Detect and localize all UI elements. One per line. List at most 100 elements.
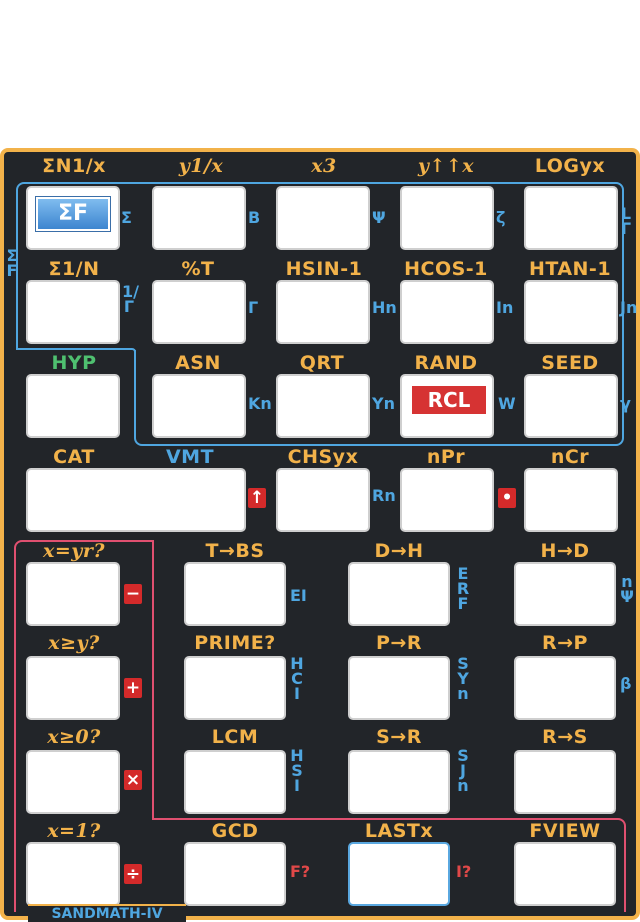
side-hci: HCI — [290, 654, 304, 703]
divide-icon: ÷ — [124, 864, 142, 884]
blue-frame-step — [16, 348, 136, 352]
multiply-icon: × — [124, 770, 142, 790]
key-r5-c1[interactable] — [26, 562, 120, 626]
side-i-query: I? — [456, 862, 472, 881]
decimal-point-icon: • — [498, 488, 516, 508]
label-cat: CAT — [53, 446, 95, 468]
label-d-to-h: D→H — [374, 540, 424, 562]
label-asn: ASN — [175, 352, 221, 374]
side-n-psi: nΨ — [620, 572, 634, 606]
label-x-eq-yr: x=yr? — [43, 540, 105, 562]
label-fview: FVIEW — [529, 820, 601, 842]
label-log-y-x: LOGyx — [534, 155, 606, 177]
label-h-to-d: H→D — [540, 540, 590, 562]
key-r1-c5[interactable] — [524, 186, 618, 250]
label-chs-y-x: CHSyx — [287, 446, 359, 468]
enter-arrow-icon: ↑ — [248, 488, 266, 508]
label-gcd: GCD — [211, 820, 259, 842]
side-one-over-gamma: 1/Γ — [122, 282, 139, 316]
key-r6-c2[interactable] — [184, 656, 286, 720]
label-tetration: y↑↑x — [417, 155, 475, 177]
key-r2-c4[interactable] — [400, 280, 494, 344]
key-r1-c4[interactable] — [400, 186, 494, 250]
label-x-eq-1: x=1? — [47, 820, 101, 842]
side-sigma-f-bracket: ΣF — [6, 246, 18, 280]
plus-icon: + — [124, 678, 142, 698]
key-r6-c1[interactable] — [26, 656, 120, 720]
side-euler-gamma: γ — [620, 394, 631, 413]
label-hcos-inv: HCOS-1 — [404, 258, 488, 280]
key-r1-c3[interactable] — [276, 186, 370, 250]
key-r4-enter[interactable] — [26, 468, 246, 532]
key-r7-c1[interactable] — [26, 750, 120, 814]
key-r4-c4[interactable] — [400, 468, 494, 532]
key-r8-c1[interactable] — [26, 842, 120, 906]
blue-frame-top — [16, 182, 624, 350]
side-beta-func: B — [248, 208, 261, 227]
side-l-gamma: LΓ — [620, 204, 632, 238]
key-r8-c4[interactable] — [514, 842, 616, 906]
key-r2-c1[interactable] — [26, 280, 120, 344]
minus-icon: − — [124, 584, 142, 604]
red-frame-right-edge — [152, 540, 154, 820]
side-kn: Kn — [248, 394, 272, 413]
label-y-1-x: y1/x — [178, 155, 224, 177]
label-s-to-r: S→R — [376, 726, 422, 748]
label-vmt: VMT — [165, 446, 215, 468]
product-name: SANDMATH-IV — [28, 904, 186, 922]
label-hsin-inv: HSIN-1 — [285, 258, 363, 280]
key-r7-c4[interactable] — [514, 750, 616, 814]
side-f-query: F? — [290, 862, 311, 881]
side-syn: SYn — [457, 654, 469, 703]
label-seed: SEED — [541, 352, 599, 374]
label-ncr: nCr — [550, 446, 590, 468]
label-rand: RAND — [414, 352, 478, 374]
label-hyp: HYP — [51, 352, 97, 374]
label-htan-inv: HTAN-1 — [528, 258, 612, 280]
red-frame-bottom — [152, 818, 626, 912]
key-r7-c3[interactable] — [348, 750, 450, 814]
key-r6-c3[interactable] — [348, 656, 450, 720]
side-zeta: ζ — [496, 208, 506, 227]
label-x-cubed: x3 — [311, 155, 337, 177]
side-yn: Yn — [372, 394, 395, 413]
label-r-to-p: R→P — [542, 632, 588, 654]
key-r7-c2[interactable] — [184, 750, 286, 814]
side-w: W — [498, 394, 516, 413]
key-r5-c2[interactable] — [184, 562, 286, 626]
side-ei: EI — [290, 586, 307, 605]
key-r3-c2[interactable] — [152, 374, 246, 438]
label-npr: nPr — [426, 446, 466, 468]
key-r3-c5[interactable] — [524, 374, 618, 438]
side-gamma: Γ — [248, 298, 259, 317]
label-x-ge-0: x≥0? — [47, 726, 101, 748]
key-r5-c4[interactable] — [514, 562, 616, 626]
label-sigma-n-1-x: ΣN1/x — [42, 155, 106, 177]
label-lcm: LCM — [211, 726, 259, 748]
side-psi: Ψ — [372, 208, 386, 227]
side-jn: Jn — [620, 298, 638, 317]
key-r3-c3[interactable] — [276, 374, 370, 438]
key-r2-c2[interactable] — [152, 280, 246, 344]
key-r5-c3[interactable] — [348, 562, 450, 626]
label-t-to-bs: T→BS — [205, 540, 265, 562]
key-r6-c4[interactable] — [514, 656, 616, 720]
side-in: In — [496, 298, 514, 317]
side-hn: Hn — [372, 298, 397, 317]
key-r2-c5[interactable] — [524, 280, 618, 344]
key-r1-c2[interactable] — [152, 186, 246, 250]
rcl-button[interactable]: RCL — [410, 384, 488, 416]
key-r4-c3[interactable] — [276, 468, 370, 532]
side-sigma: Σ — [121, 208, 132, 227]
label-qrt: QRT — [299, 352, 345, 374]
key-r3-c1[interactable] — [26, 374, 120, 438]
key-r8-c3[interactable] — [348, 842, 450, 906]
sigma-f-button[interactable]: ΣF — [36, 197, 110, 231]
label-r-to-s: R→S — [542, 726, 588, 748]
key-r8-c2[interactable] — [184, 842, 286, 906]
label-sigma-1-n: Σ1/N — [48, 258, 100, 280]
key-r2-c3[interactable] — [276, 280, 370, 344]
label-prime: PRIME? — [194, 632, 276, 654]
key-r4-c5[interactable] — [524, 468, 618, 532]
label-x-ge-y: x≥y? — [48, 632, 100, 654]
